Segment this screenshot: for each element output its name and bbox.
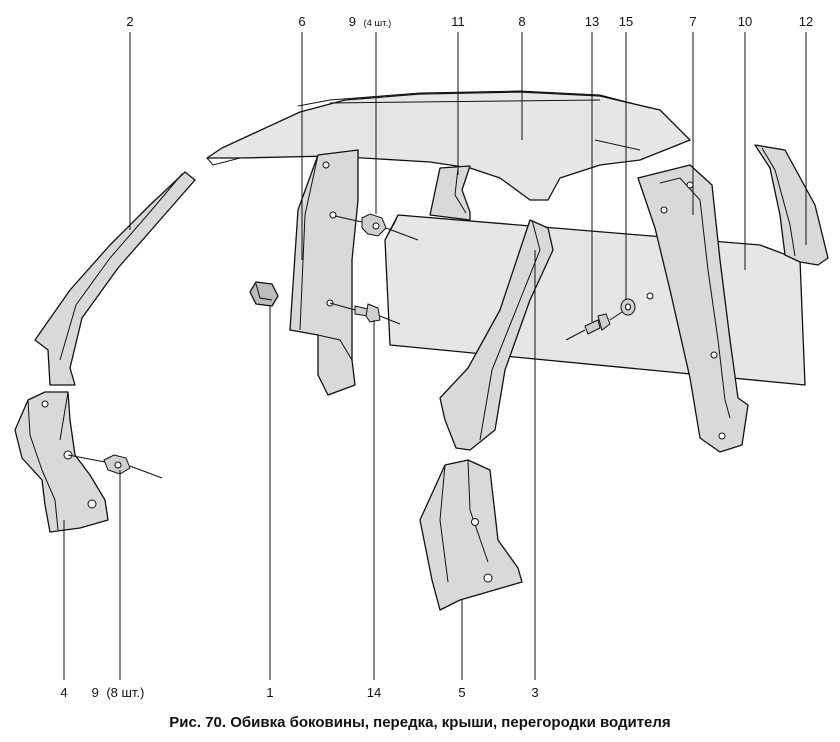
- clip-part-9-lower: [67, 454, 163, 479]
- callout-labels: 2 6 9 (4 шт.) 11 8 13 15 7 10 12 4 9 (8 …: [60, 13, 813, 701]
- callout-9-lower: 9 (8 шт.): [92, 684, 145, 701]
- callout-9-lower-qty: (8 шт.): [106, 685, 144, 700]
- leader-lines: [63, 32, 807, 680]
- callout-10: 10: [738, 14, 752, 29]
- callout-14: 14: [367, 685, 381, 700]
- side-panel-part-6: [289, 149, 359, 396]
- clip-part-9-upper: [334, 213, 419, 241]
- callout-4: 4: [60, 685, 67, 700]
- callout-12: 12: [799, 14, 813, 29]
- pillar-strip-part-2: [34, 171, 196, 386]
- callout-13: 13: [585, 14, 599, 29]
- callout-3: 3: [531, 685, 538, 700]
- callout-6: 6: [298, 14, 305, 29]
- callout-9-upper-qty: (4 шт.): [363, 18, 391, 29]
- callout-1: 1: [266, 685, 273, 700]
- callout-2: 2: [126, 14, 133, 29]
- trim-part-12: [754, 144, 829, 266]
- figure-caption: Рис. 70. Обивка боковины, передка, крыши…: [169, 714, 670, 731]
- screw-part-14: [329, 302, 401, 325]
- callout-15: 15: [619, 14, 633, 29]
- lower-trim-part-4: [14, 391, 109, 533]
- washer-part-15: [620, 298, 636, 316]
- callout-5: 5: [458, 685, 465, 700]
- pillar-trim-part-3: [439, 219, 554, 451]
- screw-part-13: [565, 311, 623, 341]
- callout-9-lower-number: 9: [92, 685, 99, 700]
- callout-7: 7: [689, 14, 696, 29]
- pillar-trim-part-7: [637, 164, 749, 453]
- callout-11: 11: [451, 14, 465, 29]
- callout-9-upper-number: 9: [349, 14, 356, 29]
- plug-part-1: [249, 281, 279, 307]
- roof-headliner-part-8: [206, 90, 691, 201]
- panel-part-11: [429, 165, 471, 221]
- lower-trim-part-5: [419, 459, 523, 611]
- callout-8: 8: [518, 14, 525, 29]
- partition-panel-part-10: [384, 214, 806, 386]
- callout-9-upper: 9 (4 шт.): [349, 13, 392, 30]
